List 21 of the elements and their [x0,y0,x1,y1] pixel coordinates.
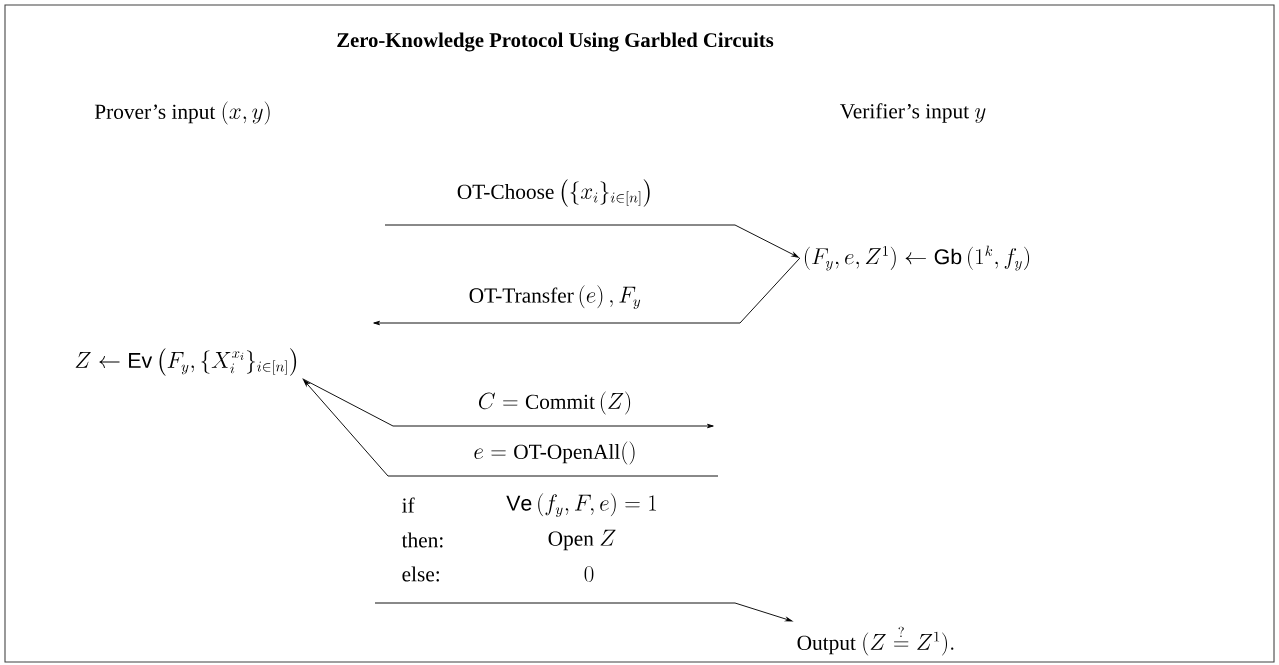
step-text: $Z \leftarrow \mathsf{Ev}\left(F_y, \{X_i^{x_i}\}_{i\in[n]}\right)$ [75,348,297,376]
arrow [302,378,714,429]
edge-label: $C = \text{Commit}\left(Z\right)$ [476,390,634,416]
condition-text: $\text{Open } Z$ [548,529,616,551]
condition-text: $0$ [584,566,594,582]
condition-text: $\text{if}$ [402,497,415,513]
step-text: $(F_y, e, Z^1) \leftarrow \mathsf{Gb}\left(1^k, f_y\right)$ [804,245,1030,271]
arrow [374,602,793,622]
condition-text: $\mathsf{Ve}\left(f_y, F, e\right) = 1$ [506,493,657,517]
edge-label: $\text{OT-Choose}\left(\{x_i\}_{i\in[n]}\right)$ [455,177,655,209]
step-text: $\text{Verifier's input } y$ [840,103,986,123]
title: Zero-Knowledge Protocol Using Garbled Circuits [337,32,774,52]
edge-label: $\text{OT-Transfer}\left(e\right), F_y$ [467,283,643,311]
step-text: $\text{Output } (Z \stackrel{?}{=} Z^1).$ [797,626,954,656]
arrow [373,257,801,326]
arrow [384,224,799,258]
edge-label: $e = \text{OT-OpenAll}()$ [472,440,638,466]
step-text: $\text{Prover's input } (x,y)$ [94,101,270,125]
condition-text: $\text{else:}$ [402,566,439,582]
arrow [303,379,719,477]
condition-text: $\text{then:}$ [401,532,443,548]
